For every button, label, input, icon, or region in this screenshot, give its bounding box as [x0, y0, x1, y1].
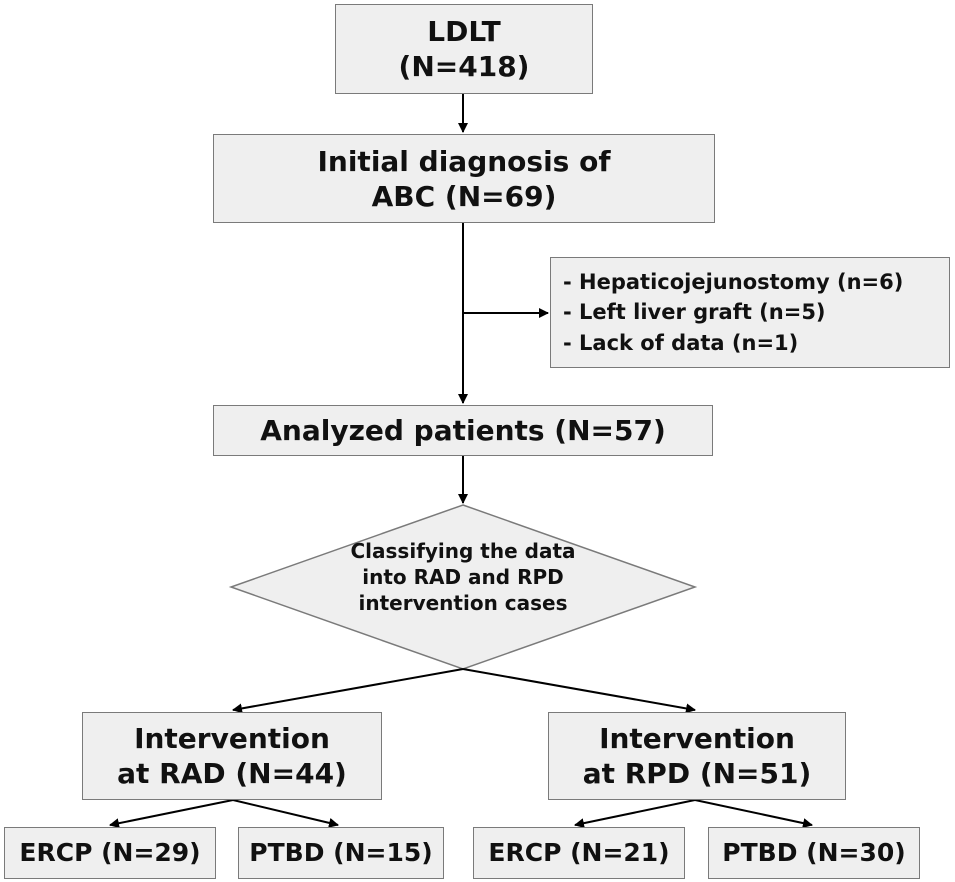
ldlt-box: LDLT (N=418) [335, 4, 593, 94]
decision-text: Classifying the data into RAD and RPD in… [300, 538, 626, 616]
exclusion-item: - Left liver graft (n=5) [563, 300, 826, 325]
rpd-intervention-box: Intervention at RPD (N=51) [548, 712, 846, 800]
analyzed-patients-box: Analyzed patients (N=57) [213, 405, 713, 456]
analyzed-patients-label: Analyzed patients (N=57) [260, 414, 666, 447]
rad-ercp-label: ERCP (N=29) [19, 838, 201, 868]
exclusion-item: - Hepaticojejunostomy (n=6) [563, 269, 904, 294]
initial-diagnosis-box: Initial diagnosis of ABC (N=69) [213, 134, 715, 223]
decision-line2: into RAD and RPD [362, 565, 564, 589]
initial-diagnosis-line1: Initial diagnosis of [317, 144, 611, 178]
rad-intervention-line2: at RAD (N=44) [117, 757, 347, 790]
arrow-rad-to-ptbd [232, 799, 339, 828]
rpd-ercp-box: ERCP (N=21) [473, 827, 685, 879]
rpd-intervention-line2: at RPD (N=51) [582, 757, 812, 790]
arrow-decision-to-rpd [462, 668, 696, 714]
exclusion-item: - Lack of data (n=1) [563, 330, 799, 355]
rpd-ercp-label: ERCP (N=21) [488, 838, 670, 868]
arrow-rpd-to-ptbd [694, 799, 813, 829]
ldlt-count: (N=418) [398, 50, 530, 83]
rad-ptbd-box: PTBD (N=15) [238, 827, 444, 879]
exclusion-box: - Hepaticojejunostomy (n=6) - Left liver… [550, 257, 950, 368]
initial-diagnosis-line2: ABC (N=69) [371, 179, 557, 213]
decision-line1: Classifying the data [350, 539, 576, 563]
rad-intervention-box: Intervention at RAD (N=44) [82, 712, 382, 800]
ldlt-title: LDLT [427, 15, 501, 48]
rpd-ptbd-box: PTBD (N=30) [708, 827, 920, 879]
arrow-rad-to-ercp [109, 799, 234, 829]
rpd-ptbd-label: PTBD (N=30) [722, 838, 906, 868]
arrow-rpd-to-ercp [574, 799, 696, 829]
arrow-decision-to-rad [232, 668, 464, 714]
decision-line3: intervention cases [358, 591, 568, 615]
rad-ptbd-label: PTBD (N=15) [249, 838, 433, 868]
rad-ercp-box: ERCP (N=29) [4, 827, 216, 879]
rad-intervention-line1: Intervention [134, 722, 330, 755]
rpd-intervention-line1: Intervention [599, 722, 795, 755]
